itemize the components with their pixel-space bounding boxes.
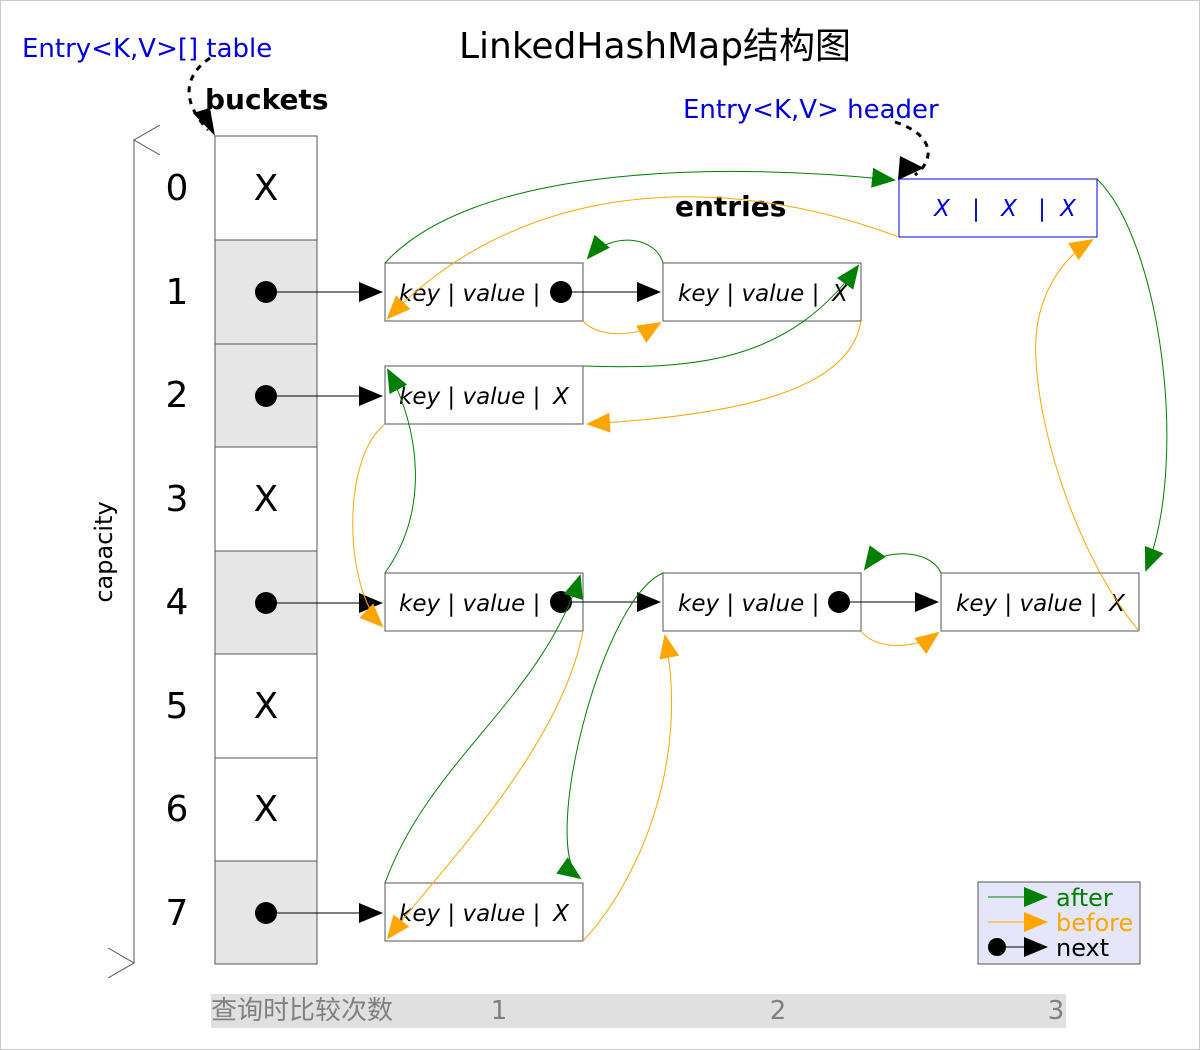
header-node-box (898, 178, 1098, 238)
after-link (384, 368, 416, 574)
comparison-step: 3 (1048, 996, 1065, 1026)
bucket-index: 5 (166, 686, 189, 727)
before-link (386, 630, 584, 940)
before-link (386, 196, 900, 320)
buckets-label: buckets (205, 83, 328, 116)
bucket-cell (214, 446, 318, 552)
after-link (582, 264, 860, 368)
comparison-bar-label: 查询时比较次数 (211, 996, 393, 1026)
comparison-step: 1 (491, 996, 508, 1026)
entry-node (384, 882, 584, 942)
before-link (860, 630, 940, 655)
comparison-step: 2 (770, 996, 787, 1026)
bucket-index: 6 (166, 789, 189, 830)
header-field: X (933, 196, 951, 222)
entries-label: entries (675, 190, 786, 223)
after-link (384, 574, 583, 884)
bucket-cell (214, 135, 318, 241)
comparison-bar-bg (211, 994, 1066, 1028)
before-links (352, 196, 1140, 942)
entry-nodes: key | value | key | value | X key | valu… (384, 262, 1140, 942)
legend: after before next (977, 881, 1141, 965)
before-link (582, 320, 662, 343)
legend-after-label: after (1056, 884, 1113, 912)
after-link (863, 545, 942, 574)
after-link (586, 234, 664, 264)
entry-node-text: key | value | (399, 281, 540, 307)
entry-node-text: key | value | (956, 591, 1097, 617)
bucket-index: 1 (166, 272, 189, 313)
bucket-links (266, 282, 383, 923)
header-pointer-arrowhead (898, 156, 924, 180)
bucket-empty-marker: X (254, 686, 279, 727)
table-pointer-arrowhead (193, 108, 215, 136)
bucket-empty-marker: X (254, 479, 279, 520)
entry-next-null: X (552, 901, 570, 927)
bucket-index: 3 (166, 479, 189, 520)
header-field: X (1000, 196, 1018, 222)
before-link (582, 634, 680, 942)
table-label: Entry<K,V>[] table (22, 34, 272, 64)
entry-node-text: key | value | (399, 384, 540, 410)
entry-next-null: X (552, 384, 570, 410)
entry-node-text: key | value | (678, 281, 819, 307)
entry-node-text: key | value | (399, 591, 540, 617)
entry-next-null: X (1108, 591, 1126, 617)
before-link (1035, 238, 1140, 632)
before-link (586, 320, 862, 433)
header-node: X | X | X (898, 178, 1098, 238)
entry-next-null: X (831, 281, 849, 307)
bucket-index: 2 (166, 375, 189, 416)
diagram-title: LinkedHashMap结构图 (459, 26, 851, 67)
capacity-label: capacity (90, 501, 118, 602)
buckets-array: 0 1 2 3 4 5 6 7 X X X X (166, 135, 318, 965)
bucket-empty-marker: X (254, 789, 279, 830)
bucket-cell (214, 757, 318, 862)
bucket-empty-marker: X (254, 168, 279, 209)
bucket-index: 0 (166, 168, 189, 209)
after-link (384, 167, 896, 264)
header-label: Entry<K,V> header (683, 95, 939, 125)
entry-node (662, 262, 862, 322)
after-links (384, 167, 1168, 884)
entry-node (384, 365, 584, 425)
after-link (1096, 178, 1168, 572)
entry-node-text: key | value | (399, 901, 540, 927)
bucket-index: 7 (166, 893, 189, 934)
after-link (556, 572, 664, 880)
legend-before-label: before (1056, 909, 1133, 937)
comparison-count-bar: 查询时比较次数 1 2 3 (211, 994, 1066, 1028)
before-link (352, 423, 386, 628)
table-pointer-arrow (187, 56, 211, 132)
header-separator: | (972, 196, 980, 222)
entry-node-text: key | value | (678, 591, 819, 617)
header-separator: | (1038, 196, 1046, 222)
header-field: X (1059, 196, 1077, 222)
legend-next-label: next (1056, 934, 1109, 962)
bucket-index: 4 (166, 582, 189, 623)
